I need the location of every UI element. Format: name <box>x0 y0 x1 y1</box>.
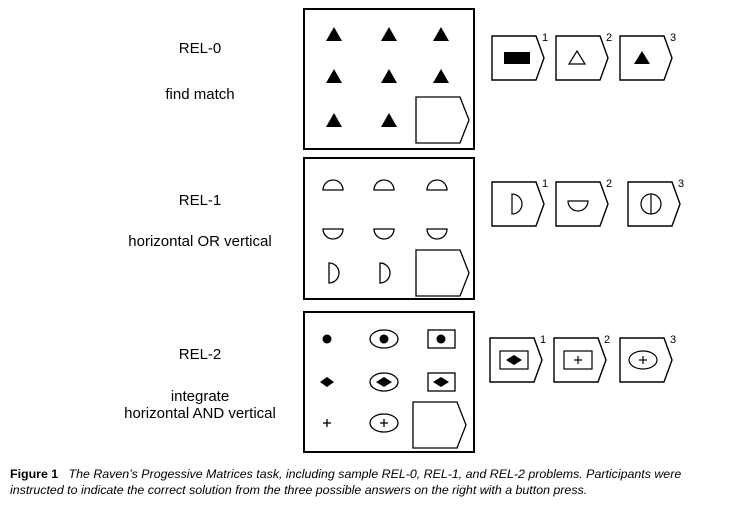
answer-1-half-circle-right[interactable] <box>491 181 545 227</box>
row-2-rule-line-2: horizontal AND vertical <box>124 405 276 422</box>
ellipse-dot-icon <box>369 329 399 349</box>
row-1-rule-label: horizontal OR vertical <box>128 233 272 250</box>
answer-number: 1 <box>542 178 548 190</box>
missing-cell-placeholder <box>415 249 470 297</box>
filled-triangle-icon <box>326 27 342 41</box>
rel2-answers: 1 2 3 <box>489 334 676 383</box>
plus-icon <box>323 419 331 427</box>
filled-diamond-icon <box>320 377 334 387</box>
answer-3-split-circle[interactable] <box>627 181 681 227</box>
rel0-answers: 1 2 3 <box>491 32 676 81</box>
square-diamond-icon <box>427 372 456 392</box>
half-circle-top-icon <box>373 179 395 191</box>
missing-cell-placeholder <box>412 401 467 449</box>
answer-2-square-plus[interactable] <box>553 337 607 383</box>
filled-triangle-icon <box>326 69 342 83</box>
half-circle-right-icon <box>379 262 391 284</box>
answer-2-half-circle-bottom[interactable] <box>555 181 609 227</box>
answer-3-ellipse-plus[interactable] <box>619 337 673 383</box>
missing-cell-placeholder <box>415 96 470 144</box>
caption-text-2: instructed to indicate the correct solut… <box>10 483 588 497</box>
half-circle-bottom-icon <box>426 228 448 240</box>
filled-triangle-icon <box>326 113 342 127</box>
figure-label: Figure 1 <box>10 467 59 481</box>
answer-number: 3 <box>670 32 676 44</box>
answer-number: 2 <box>606 178 612 190</box>
row-2-level-label: REL-2 <box>178 346 222 363</box>
row-2-rule-line-1: integrate <box>170 388 230 405</box>
rel1-answers: 1 2 3 <box>491 178 684 227</box>
square-dot-icon <box>427 329 456 349</box>
answer-number: 1 <box>540 334 546 346</box>
filled-triangle-icon <box>381 27 397 41</box>
row-1-level-label: REL-1 <box>178 192 222 209</box>
half-circle-top-icon <box>322 179 344 191</box>
answer-number: 1 <box>542 32 548 44</box>
answer-number: 2 <box>604 334 610 346</box>
figure-caption: Figure 1 The Raven’s Progessive Matrices… <box>10 466 750 498</box>
answer-number: 3 <box>678 178 684 190</box>
answer-1-square-diamond[interactable] <box>489 337 543 383</box>
half-circle-top-icon <box>426 179 448 191</box>
filled-dot-icon <box>322 334 332 344</box>
half-circle-bottom-icon <box>373 228 395 240</box>
filled-triangle-icon <box>433 69 449 83</box>
half-circle-right-icon <box>328 262 340 284</box>
filled-triangle-icon <box>433 27 449 41</box>
answer-1-filled-rectangle[interactable] <box>491 35 545 81</box>
rel0-matrix <box>303 8 475 150</box>
rel1-matrix <box>303 157 475 300</box>
row-0-level-label: REL-0 <box>178 40 222 57</box>
answer-2-outline-triangle[interactable] <box>555 35 609 81</box>
filled-triangle-icon <box>381 69 397 83</box>
ellipse-diamond-icon <box>369 372 399 392</box>
caption-line-1: Figure 1 The Raven’s Progessive Matrices… <box>10 466 750 482</box>
row-0-rule-label: find match <box>165 86 235 103</box>
ellipse-plus-icon <box>369 413 399 433</box>
half-circle-bottom-icon <box>322 228 344 240</box>
answer-number: 2 <box>606 32 612 44</box>
rel2-matrix <box>303 311 475 453</box>
answer-number: 3 <box>670 334 676 346</box>
filled-triangle-icon <box>381 113 397 127</box>
answer-3-filled-triangle[interactable] <box>619 35 673 81</box>
caption-text-1: The Raven’s Progessive Matrices task, in… <box>68 467 682 481</box>
